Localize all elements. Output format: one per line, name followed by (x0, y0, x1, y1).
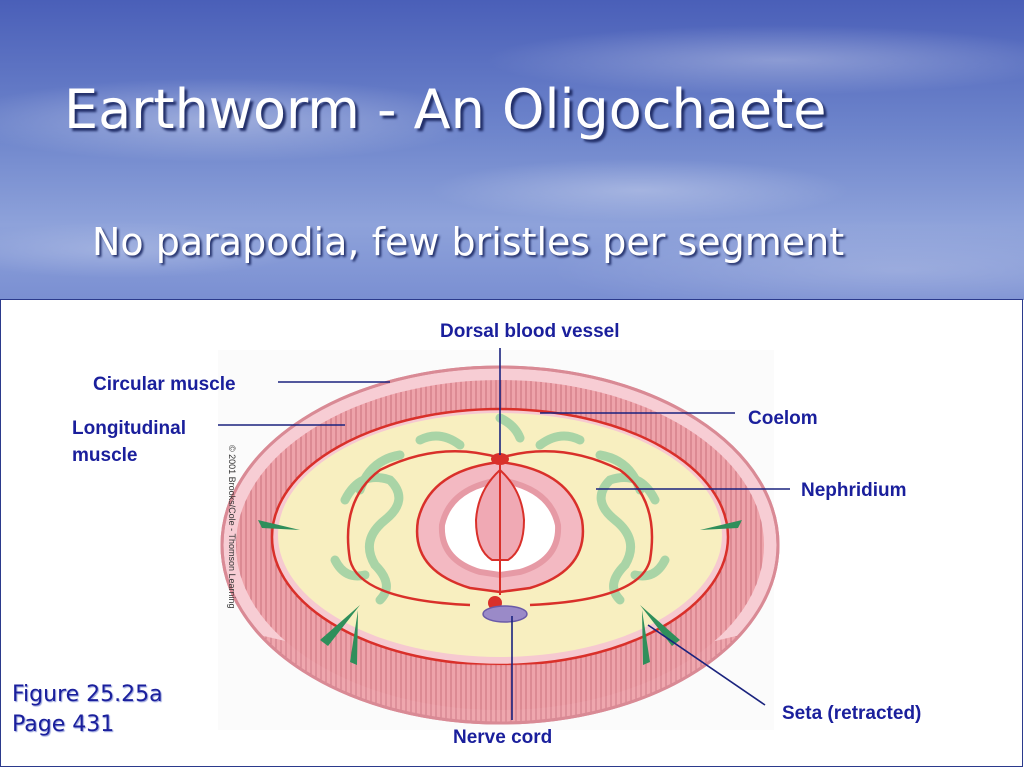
slide-title: Earthworm - An Oligochaete (64, 78, 827, 141)
dorsal-blood-vessel (491, 453, 509, 465)
nerve-cord-shape (482, 605, 528, 623)
seta-right-lower (640, 605, 680, 646)
seta-left-upper (258, 520, 300, 530)
seta-right-upper (700, 520, 742, 530)
leader-seta (647, 624, 766, 706)
label-nephridium: Nephridium (801, 480, 907, 501)
sky-background (0, 0, 1024, 300)
label-longitudinal-muscle-line1: Longitudinal (72, 418, 186, 439)
copyright-text: © 2001 Brooks/Cole - Thomson Learning (227, 445, 237, 609)
nephridium (330, 413, 670, 605)
label-nerve-cord: Nerve cord (453, 727, 552, 748)
blood-vessel-branches (346, 450, 654, 607)
figure-reference: Figure 25.25a Page 431 (12, 680, 163, 740)
page-number: Page 431 (12, 712, 115, 737)
label-seta: Seta (retracted) (782, 703, 921, 724)
label-coelom: Coelom (748, 408, 818, 429)
figure-number: Figure 25.25a (12, 682, 163, 707)
label-dorsal-blood-vessel: Dorsal blood vessel (440, 321, 620, 342)
slide-subtitle: No parapodia, few bristles per segment (92, 220, 845, 264)
seta-left-lower (320, 605, 360, 646)
label-longitudinal-muscle-line2: muscle (72, 445, 137, 466)
label-circular-muscle: Circular muscle (93, 374, 236, 395)
